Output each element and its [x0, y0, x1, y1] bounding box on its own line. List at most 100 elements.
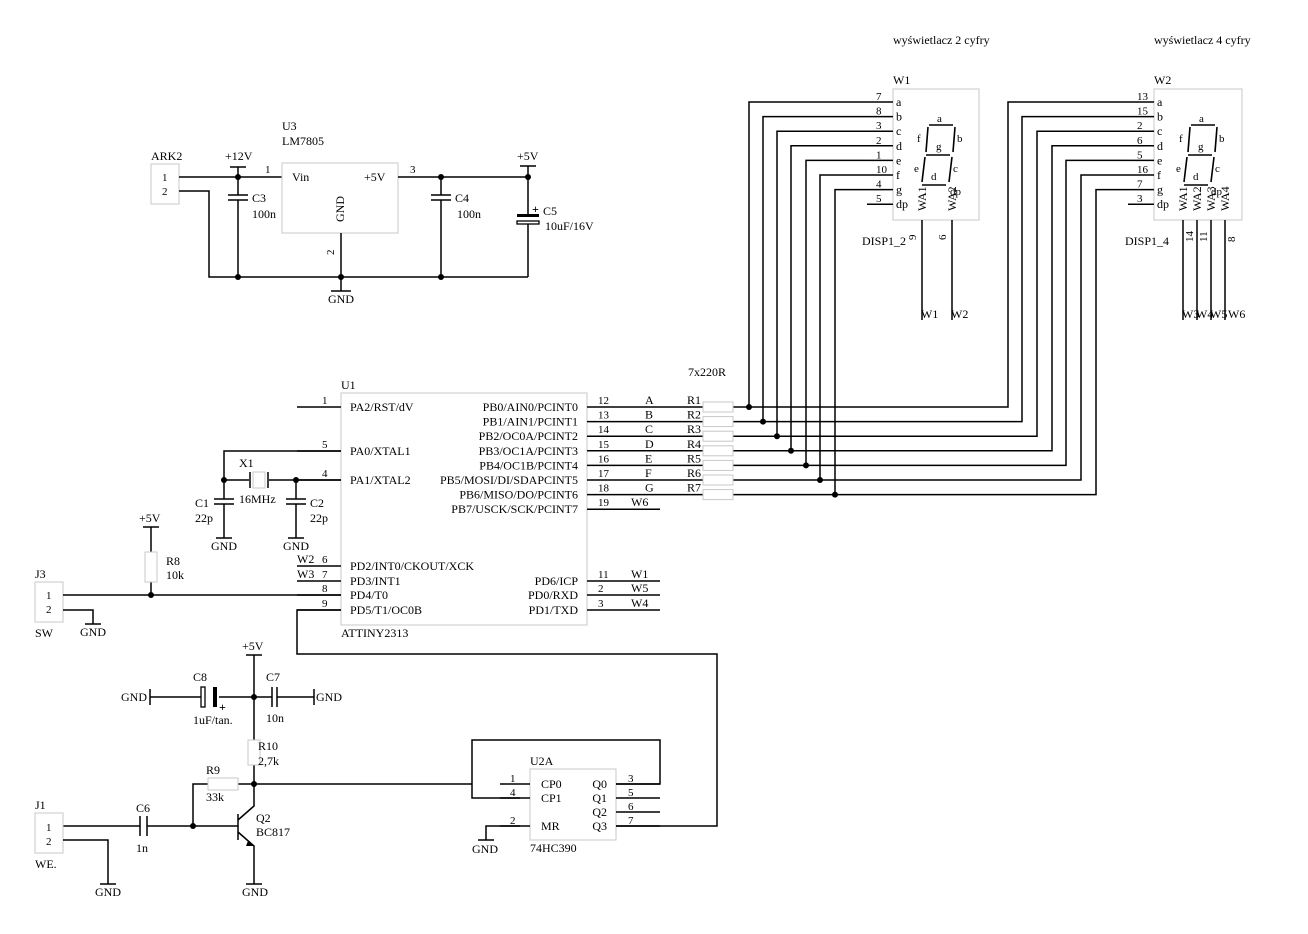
- w1disp-pin-label: b: [896, 110, 902, 124]
- resistor-ref: R5: [687, 451, 701, 465]
- w2-seg-b: b: [1219, 133, 1225, 145]
- c8-polarity: +: [219, 700, 226, 714]
- w2-seg-dp: dp: [1211, 186, 1223, 198]
- bus-wire-w2: [733, 159, 1128, 467]
- w2-net-w4: W4: [1196, 307, 1213, 321]
- w2-net-w5: W5: [1210, 307, 1227, 321]
- segment-bus-wires: [733, 101, 1128, 498]
- resistor-ref: R4: [687, 437, 701, 451]
- resistor-r4: [702, 445, 734, 457]
- w2disp-pin-num: 5: [1137, 149, 1143, 161]
- plus5v-label-top: +5V: [517, 149, 539, 163]
- ark2-ref: ARK2: [151, 149, 182, 163]
- w1-anode-2: WA2: [945, 186, 959, 211]
- u2a-right-pin-num: 3: [628, 773, 634, 785]
- c6-ref: C6: [136, 801, 150, 815]
- w2-anode-pin-2: 11: [1198, 231, 1210, 242]
- u2a-ref: U2A: [530, 754, 554, 768]
- w2-anode-4: WA4: [1218, 186, 1232, 211]
- gnd-label-c1: GND: [211, 539, 237, 553]
- u1-right-pin-num: 13: [598, 410, 610, 422]
- w2disp-pin-label: c: [1157, 124, 1162, 138]
- w1-net-w2: W2: [951, 307, 968, 321]
- resistor-r3: [702, 430, 734, 442]
- w1-seg-b: b: [957, 133, 963, 145]
- w2-net-w3: W3: [1182, 307, 1199, 321]
- w2disp-pin-num: 13: [1137, 91, 1149, 103]
- u1-right-pin-num: 16: [598, 453, 610, 465]
- u1-right-pin-name: PB6/MISO/DO/PCINT6: [459, 488, 578, 502]
- u1-right-pin-num: 17: [598, 468, 610, 480]
- u1-right-pin-num: 18: [598, 483, 610, 495]
- r10-resistor: [247, 739, 261, 766]
- c6-value: 1n: [136, 841, 148, 855]
- u1-right-pin-net: A: [645, 393, 654, 407]
- w1-seg-g: g: [936, 141, 942, 153]
- c2-ref: C2: [310, 496, 324, 510]
- bus-junction: [760, 418, 766, 425]
- u1-right-pin-name: PB5/MOSI/DI/SDAPCINT5: [440, 473, 578, 487]
- u1-right-pin-name: PB4/OC1B/PCINT4: [479, 458, 578, 472]
- u1-left-pin-num: 5: [322, 439, 328, 451]
- u3-vin: Vin: [292, 170, 309, 184]
- j1-label: WE.: [35, 857, 57, 871]
- w2disp-pin-label: g: [1157, 183, 1163, 197]
- w1disp-pin-num: 10: [876, 164, 888, 176]
- q2-part: BC817: [256, 825, 290, 839]
- u2a-part: 74HC390: [530, 841, 577, 855]
- u1-ref: U1: [341, 378, 356, 392]
- c1-ref: C1: [195, 496, 209, 510]
- resistor-r2: [702, 416, 734, 428]
- c4-value: 100n: [457, 207, 481, 221]
- c2-value: 22p: [310, 511, 328, 525]
- w2disp-pin-num: 15: [1137, 106, 1149, 118]
- plus5v-label-r8: +5V: [139, 511, 161, 525]
- resistor-r7: [702, 489, 734, 501]
- bus-wire-w1: [776, 130, 867, 437]
- r9-ref: R9: [206, 763, 220, 777]
- w2-anode-2: WA2: [1190, 186, 1204, 211]
- u2a-right-pin-name: Q1: [592, 791, 607, 805]
- bus-junction: [817, 477, 823, 483]
- r8-value: 10k: [166, 568, 184, 582]
- bus-junction: [788, 447, 794, 454]
- u1-right-pin-net: E: [645, 451, 652, 465]
- bus-wire-w1: [819, 174, 867, 480]
- w1disp-pin-num: 5: [876, 193, 882, 205]
- u1-right2-pin-num: 3: [598, 598, 604, 610]
- w1disp-pin-num: 2: [876, 135, 882, 147]
- w1disp-pin-num: 8: [876, 106, 882, 118]
- c8-ref: C8: [193, 670, 207, 684]
- resistor-ref: R7: [687, 481, 701, 495]
- resistor-ref: R2: [687, 408, 701, 422]
- bus-junction: [803, 462, 809, 469]
- u1-right-pin-net: B: [645, 408, 653, 422]
- u1-right-pin-net: G: [645, 481, 654, 495]
- w2disp-pin-num: 2: [1137, 120, 1143, 132]
- w1-name: DISP1_2: [862, 234, 906, 248]
- plus5v-label-bottom: +5V: [242, 639, 264, 653]
- u1-right2-pin-num: 2: [598, 583, 604, 595]
- resistor-ref: R6: [687, 466, 701, 480]
- u1-right2-pin-name: PD0/RXD: [528, 588, 578, 602]
- bus-wire-w1: [834, 188, 867, 495]
- w1-net-w1: W1: [921, 307, 938, 321]
- u1-right-pin-net: F: [645, 466, 652, 480]
- bus-wire-w2: [733, 101, 1128, 408]
- r9-resistor: [207, 777, 239, 791]
- bus-wire-w1: [790, 145, 867, 451]
- u2a-right-pin-num: 7: [628, 815, 634, 827]
- j1-pin1: 1: [46, 822, 52, 834]
- u1-left-pin-num: 8: [322, 583, 328, 595]
- c5-ref: C5: [543, 204, 557, 218]
- w2disp-pin-label: d: [1157, 139, 1163, 153]
- u1-right-pin-num: 14: [598, 424, 610, 436]
- j3-ref: J3: [35, 567, 46, 581]
- u3-pin-gnd: 2: [325, 250, 337, 256]
- power-supply-section: ARK2 1 2 +12V C3 100n U3 LM7805 1 Vin +5…: [150, 119, 594, 306]
- u3-gnd: GND: [333, 196, 347, 222]
- w2disp-pin-label: a: [1157, 95, 1163, 109]
